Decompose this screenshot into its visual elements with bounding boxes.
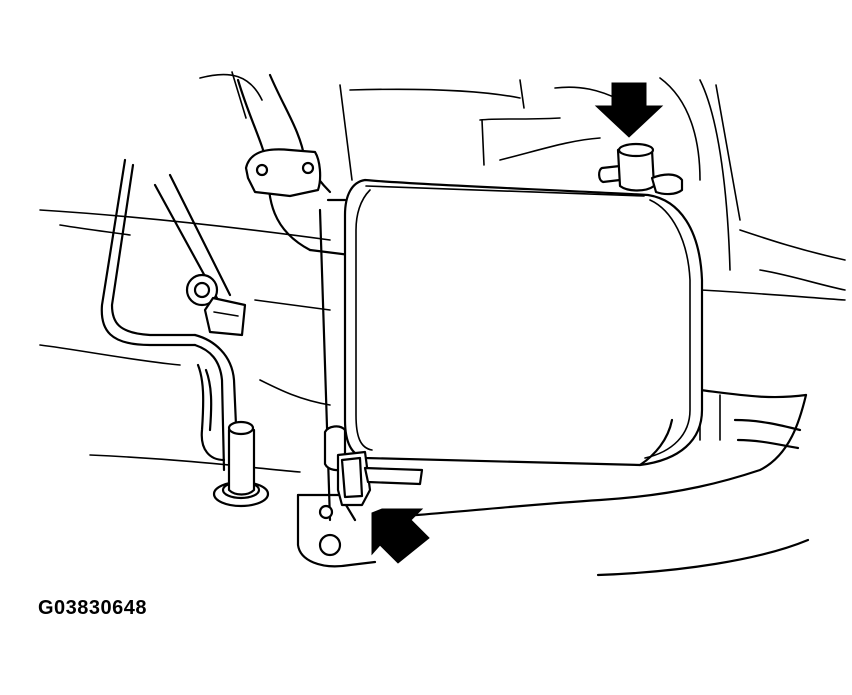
tubing-left bbox=[100, 158, 238, 472]
lower-left-post bbox=[212, 420, 270, 508]
arrow-down-icon bbox=[594, 82, 664, 138]
top-mounting-pin bbox=[598, 142, 684, 196]
canister bbox=[343, 178, 704, 467]
figure-code-label: G03830648 bbox=[38, 597, 148, 619]
pipe-upper-left bbox=[236, 73, 352, 257]
bottom-mounting-bracket bbox=[323, 425, 424, 507]
background-structure bbox=[39, 71, 846, 473]
component-diagram bbox=[39, 71, 846, 577]
left-mounting-point bbox=[185, 273, 247, 337]
arrow-up-left-icon bbox=[371, 508, 430, 564]
